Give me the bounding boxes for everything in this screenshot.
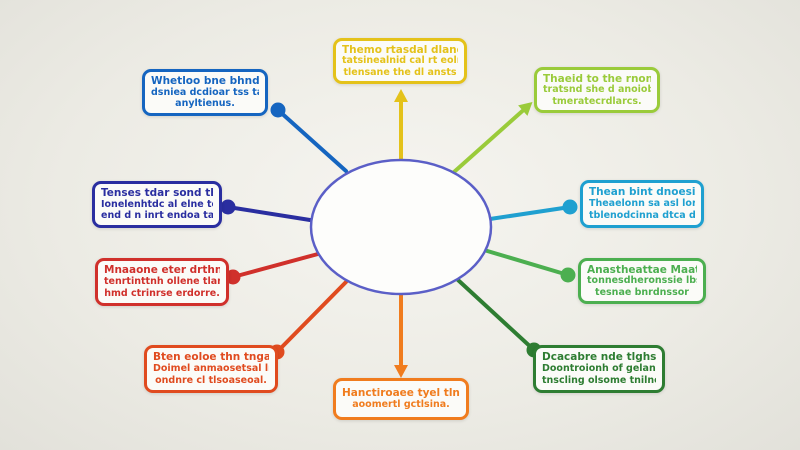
node-text-line: Doimel anmaosetsal lnec [153,363,269,374]
node-text-line: Ionelenhtdc al elne toans [101,198,213,210]
node-text-line: Theaelonn sa asl lorts [589,198,695,209]
connector-dot-upper-left [270,102,286,118]
node-upper-right: Thaeid to the rnonbestratsnd she d anoio… [534,67,660,113]
node-text-line: tnscling olsome tnilnee. [542,375,656,386]
node-title: Bten eoloe thn tngat [153,351,269,363]
node-title: Anastheattae Maatang [587,264,697,276]
node-title: Dcacabre nde tlghs [542,351,656,363]
connector-left [226,205,312,222]
connector-right [488,205,572,221]
node-text-line: tesnae bnrdnssor [595,286,689,298]
central-node [309,158,493,296]
node-text-line: tblenodcinna dtca dl. [589,210,695,221]
node-title: Mnaaone eter drthna [104,264,220,276]
node-text-line: hmd ctrinrse erdorre. [104,288,220,299]
node-title: Whetloo bne bhnde [151,75,259,87]
node-text-line: Doontroionh of gelang [542,363,656,374]
node-text-line: tatsinealnid cal rt eolnsy [342,55,458,67]
node-text-line: tenrtinttnh ollene tlans [104,276,220,287]
connector-bottom-right [456,278,536,352]
node-text-line: tlensane the dl ansts [343,66,457,78]
node-lower-right: Anastheattae Maatangtonnesdheronssie lbs… [578,258,706,304]
node-top: Themo rtasdal dlanentatsinealnid cal rt … [333,38,467,84]
node-text-line: ondnre cl tlsoaseoal. [155,375,267,386]
connector-lower-left [231,252,320,279]
connector-dot-right [562,199,578,215]
node-title: Hanctiroaee tyel tlnde [342,387,460,399]
node-bottom: Hanctiroaee tyel tlndeaoomertl gctlsina. [333,378,469,420]
connector-arrowhead-upper-right [518,102,533,116]
node-title: Thaeid to the rnonbes [543,73,651,85]
connector-bottom-left [275,280,348,354]
connector-upper-left [276,108,348,173]
node-text-line: end d n inrt endoa tanro. [101,210,213,222]
node-text-line: aoomertl gctlsina. [352,399,450,410]
node-title: Thean bint dnoesitme [589,186,695,198]
connector-upper-right [452,104,530,174]
connector-dot-lower-left [225,269,241,285]
connector-dot-left [220,199,236,215]
node-text-line: tonnesdheronssie lbstt [587,275,697,287]
connector-lower-right [482,248,570,277]
node-text-line: tmeratecrdlarcs. [552,95,642,107]
node-text-line: dsniea dcdioar tss taisieoor [151,86,259,98]
node-title: Tenses tdar sond thsed [101,187,213,199]
node-title: Themo rtasdal dlanen [342,44,458,56]
node-text-line: tratsnd she d anoiobons [543,84,651,96]
node-left: Tenses tdar sond thsedIonelenhtdc al eln… [92,181,222,228]
node-right: Thean bint dnoesitmeTheaelonn sa asl lor… [580,180,704,228]
node-text-line: anyltienus. [175,98,235,110]
connector-dot-lower-right [560,267,576,283]
connector-arrowhead-top [394,89,408,102]
connector-arrowhead-bottom [394,365,408,378]
